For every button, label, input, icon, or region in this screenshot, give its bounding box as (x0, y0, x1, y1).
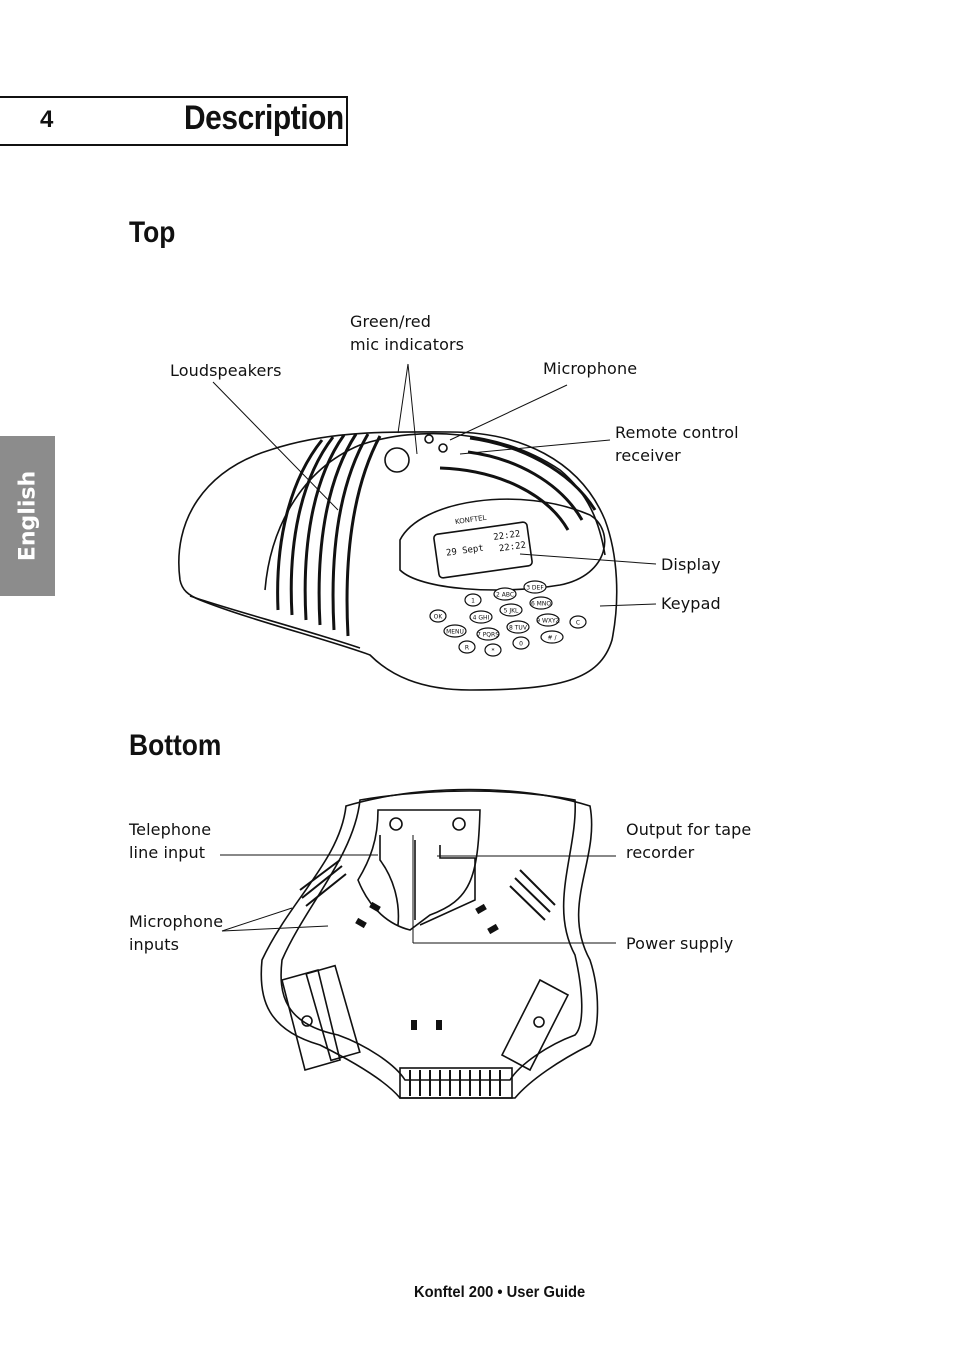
keypad-key (569, 615, 587, 629)
keypad-key (523, 580, 547, 594)
keypad-key-label: 1 (471, 598, 475, 605)
page-title: Description (184, 99, 344, 137)
display-timer: 22:22 (498, 541, 526, 555)
keypad-key-label: 9 WXYZ (536, 618, 560, 625)
keypad-key-label: 2 ABC (496, 592, 514, 599)
label-microphone-inputs: Microphone inputs (129, 912, 224, 954)
keypad-key (476, 627, 500, 641)
language-tab: English (0, 436, 55, 596)
label-remote-receiver: Remote control receiver (615, 423, 739, 465)
base-outline (260, 788, 599, 1099)
keypad-key-label: MENU (446, 629, 464, 636)
keypad-key-label: 8 TUV (509, 625, 528, 632)
label-mic-indicators: Green/red mic indicators (350, 312, 465, 354)
keypad-key (469, 610, 493, 624)
keypad-key-label: # / (548, 635, 558, 642)
label-power-supply: Power supply (626, 934, 734, 953)
keypad-key (512, 636, 530, 650)
keypad-key (499, 603, 523, 617)
page-number: 4 (40, 106, 54, 133)
keypad-key-label: OK (434, 614, 444, 621)
keypad-key (540, 630, 564, 644)
label-microphone: Microphone (543, 359, 638, 378)
section-heading-top: Top (129, 216, 176, 249)
mic-button (384, 447, 410, 473)
keypad-key-label: 6 MNO (531, 601, 551, 608)
keypad-key-label: 4 GHI (473, 615, 490, 622)
label-keypad: Keypad (661, 594, 721, 613)
keypad: OK 1 2 ABC 3 DEF 4 GHI 5 JKL 6 MNO 7 PQRS 8 TUV 9… (429, 580, 587, 657)
header-box (0, 96, 348, 146)
keypad-key (506, 620, 530, 634)
label-telephone-line-input: Telephone line input (129, 820, 212, 862)
keypad-key (529, 596, 553, 610)
keypad-key-label: * (492, 648, 495, 655)
display-time: 22:22 (493, 529, 521, 543)
keypad-key-label: C (576, 620, 580, 627)
keypad-key-label: 5 JKL (504, 608, 519, 615)
keypad-key (484, 643, 502, 657)
label-tape-output: Output for tape recorder (626, 820, 752, 862)
keypad-key (536, 613, 560, 627)
loudspeaker-grille (276, 433, 382, 637)
display-screen (433, 521, 533, 579)
label-loudspeakers: Loudspeakers (170, 361, 282, 380)
keypad-key-label: 7 PQRS (477, 632, 499, 639)
keypad-key (493, 587, 517, 601)
label-display: Display (661, 555, 721, 574)
page-footer: Konftel 200 • User Guide (414, 1284, 586, 1301)
keypad-key-label: 0 (519, 641, 523, 648)
keypad-key (443, 624, 467, 638)
keypad-key-label: 3 DEF (526, 585, 544, 592)
keypad-key (429, 609, 447, 623)
phone-body-outline (178, 431, 618, 691)
keypad-key (464, 593, 482, 607)
section-heading-bottom: Bottom (129, 729, 222, 762)
keypad-key-label: R (465, 645, 469, 652)
keypad-key (458, 640, 476, 654)
